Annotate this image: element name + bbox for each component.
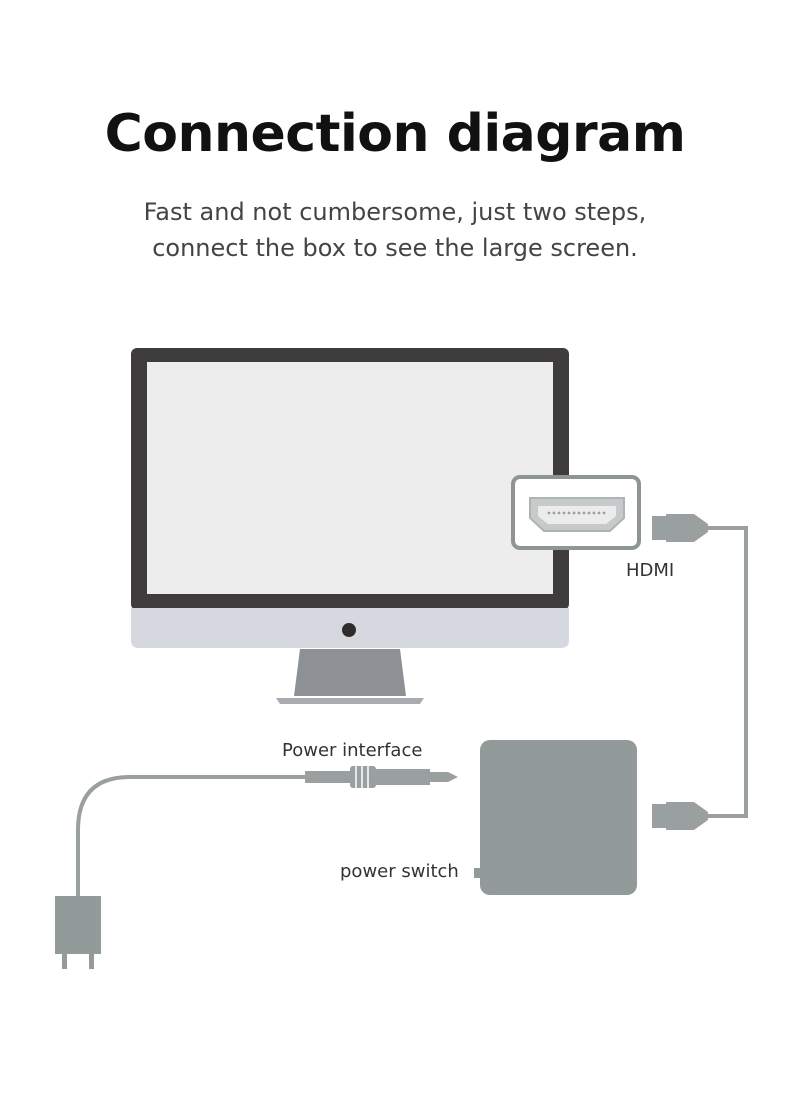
- power-cable: [76, 766, 458, 897]
- power-interface-label: Power interface: [282, 740, 423, 761]
- subtitle-line-2: connect the box to see the large screen.: [152, 234, 638, 262]
- subtitle-line-1: Fast and not cumbersome, just two steps,: [143, 198, 647, 226]
- monitor-camera-dot: [342, 623, 356, 637]
- hdmi-plug-bottom: [652, 804, 668, 828]
- page-subtitle: Fast and not cumbersome, just two steps,…: [0, 194, 790, 266]
- hdmi-label: HDMI: [626, 560, 675, 581]
- page-title: Connection diagram: [104, 104, 686, 164]
- power-switch-nub: [474, 868, 482, 878]
- hdmi-plug-top-body: [666, 514, 708, 542]
- hdmi-port-icon: [511, 475, 641, 550]
- monitor-screen: [147, 362, 553, 594]
- hdmi-cable: [652, 514, 748, 830]
- hdmi-plug-top: [652, 516, 668, 540]
- power-switch-label: power switch: [340, 861, 459, 882]
- hdmi-plug-bottom-body: [666, 802, 708, 830]
- monitor-stand-base: [276, 698, 424, 704]
- monitor-stand: [294, 649, 406, 696]
- monitor: [131, 348, 569, 704]
- wall-plug-icon: [55, 896, 101, 969]
- converter-box: [480, 740, 637, 895]
